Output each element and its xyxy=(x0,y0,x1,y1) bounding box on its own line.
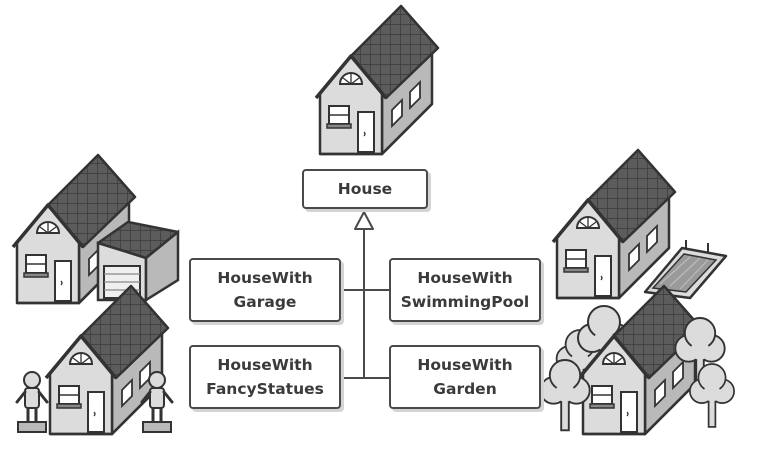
class-box-house-with-swimming-pool: HouseWith SwimmingPool xyxy=(389,258,541,322)
class-name-line2: Garden xyxy=(433,380,497,398)
class-name-line2: SwimmingPool xyxy=(400,293,530,311)
house-with-swimming-pool-illustration xyxy=(551,148,728,300)
class-name-line1: HouseWith xyxy=(417,269,513,287)
house-with-fancy-statues-illustration xyxy=(15,284,174,436)
class-box-house-with-garage: HouseWith Garage xyxy=(189,258,341,322)
house-with-garage-illustration xyxy=(11,153,180,305)
house-illustration xyxy=(314,4,440,156)
class-name-line1: HouseWith xyxy=(217,356,313,374)
class-box-house-with-fancy-statues: HouseWith FancyStatues xyxy=(189,345,341,409)
class-box-house: House xyxy=(302,169,428,209)
class-name-line2: Garage xyxy=(233,293,297,311)
class-name-line1: HouseWith xyxy=(217,269,313,287)
inheritance-arrows xyxy=(340,211,390,379)
class-name-line2: FancyStatues xyxy=(206,380,324,398)
class-box-house-with-garden: HouseWith Garden xyxy=(389,345,541,409)
class-name-house: House xyxy=(337,180,393,198)
house-with-garden-illustration xyxy=(539,284,735,436)
class-name-line1: HouseWith xyxy=(417,356,513,374)
